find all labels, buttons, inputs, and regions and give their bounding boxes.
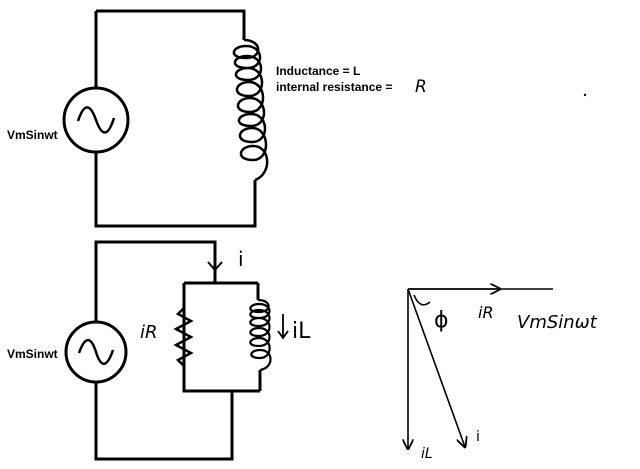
inductor-current-arrow <box>277 314 289 340</box>
stray-dot <box>583 93 587 97</box>
circuit-2-wire-bottom <box>94 383 234 461</box>
phase-angle-label: ϕ <box>434 308 449 333</box>
circuit-2-source-label: VmSinwt <box>7 347 58 361</box>
circuit-2-sine-wave-icon <box>77 338 115 365</box>
total-current-phasor <box>407 288 465 447</box>
circuit-1-source-label: VmSinwt <box>7 128 58 142</box>
inductor-current-label: iL <box>292 319 311 344</box>
circuit-1 <box>62 9 269 228</box>
circuit-1-wire-top <box>94 9 246 88</box>
total-current-label: i <box>238 247 244 271</box>
circuit-2-ac-source <box>64 320 128 384</box>
phasor-total-current-label: i <box>476 429 480 445</box>
voltage-reference-label: VmSinωt <box>517 312 598 333</box>
phasor-diagram <box>408 289 553 449</box>
circuit-2 <box>64 240 272 461</box>
circuit-1-wire-bottom <box>94 152 257 228</box>
internal-resistance-label: internal resistance = <box>276 80 392 94</box>
circuit-1-sine-wave-icon <box>76 106 116 134</box>
parallel-branch-rails <box>182 281 262 393</box>
total-current-arrow <box>207 254 223 272</box>
parallel-inductor-coil <box>249 298 272 372</box>
inductance-label: Inductance = L <box>276 64 360 78</box>
internal-resistance-symbol: R <box>415 77 427 97</box>
resistor-current-label: iR <box>140 322 158 343</box>
phase-angle-arc <box>413 294 431 306</box>
phasor-resistor-current-label: iR <box>478 303 494 322</box>
phasor-inductor-current-label: iL <box>421 446 433 462</box>
circuit-1-ac-source <box>62 86 130 154</box>
resistor-zigzag <box>173 307 194 367</box>
circuit-1-inductor-coil <box>232 38 269 182</box>
